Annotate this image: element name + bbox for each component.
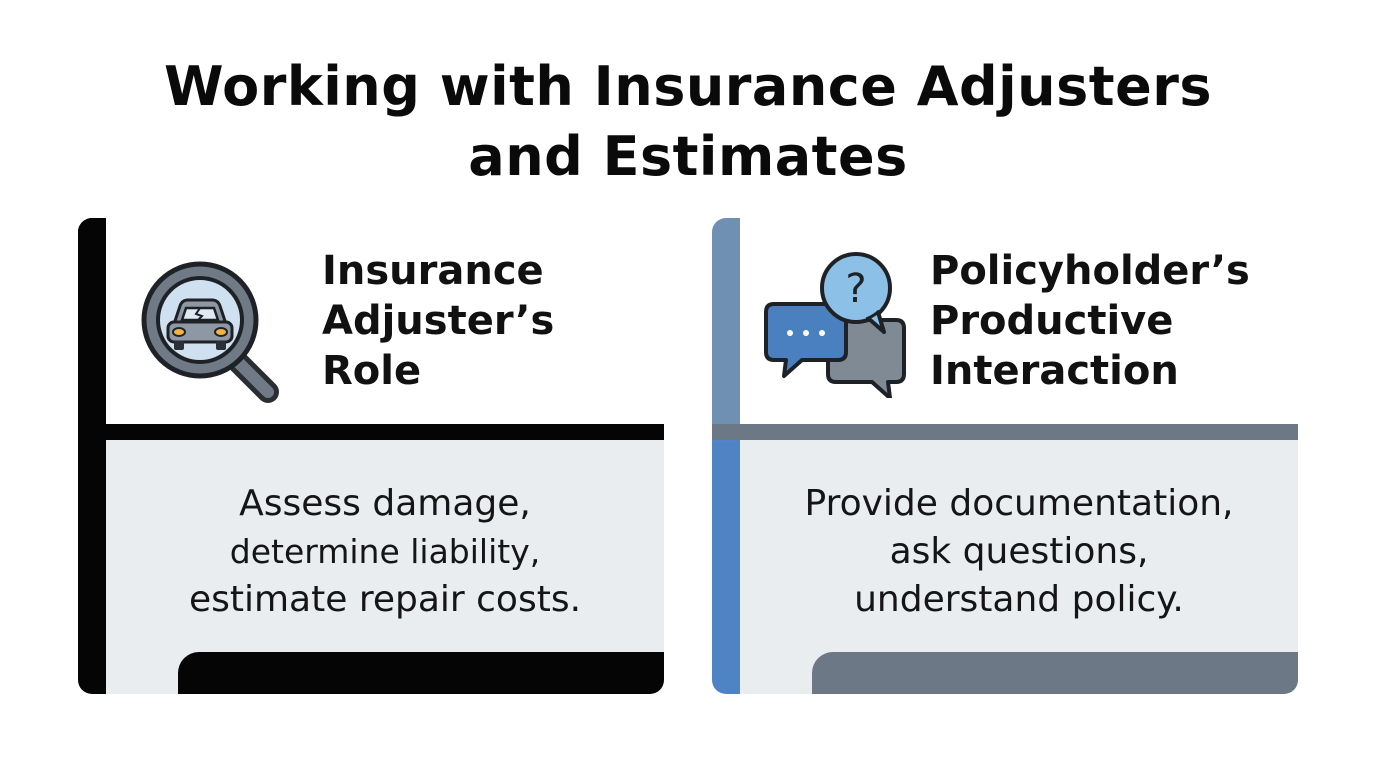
card-divider: [78, 424, 664, 440]
magnifier-car-icon: [141, 261, 279, 403]
adjuster-role-card: Insurance Adjuster’s Role Assess damage,…: [78, 218, 664, 694]
card-left-accent-bar: [78, 218, 106, 694]
card-description: Assess damage, determine liability, esti…: [188, 483, 582, 620]
card-bottom-bar: [812, 652, 1298, 694]
svg-text:?: ?: [845, 266, 866, 312]
card-heading: Policyholder’s Productive Interaction: [930, 248, 1250, 394]
card-left-accent-bar: [712, 218, 740, 694]
card-body-background: [106, 440, 664, 694]
card-description: Provide documentation, ask questions, un…: [804, 483, 1234, 620]
title-line-2: and Estimates: [468, 125, 908, 188]
title-line-1: Working with Insurance Adjusters: [164, 55, 1212, 118]
card-body-background: [740, 440, 1298, 694]
card-bottom-bar: [178, 652, 664, 694]
card-heading: Insurance Adjuster’s Role: [322, 248, 555, 394]
card-divider: [712, 424, 1298, 440]
page-title: Working with Insurance Adjusters and Est…: [0, 52, 1376, 192]
chat-bubbles-question-icon: ?: [764, 252, 906, 398]
policyholder-interaction-card: ? Policyholder’s Productive Interaction …: [712, 218, 1298, 694]
